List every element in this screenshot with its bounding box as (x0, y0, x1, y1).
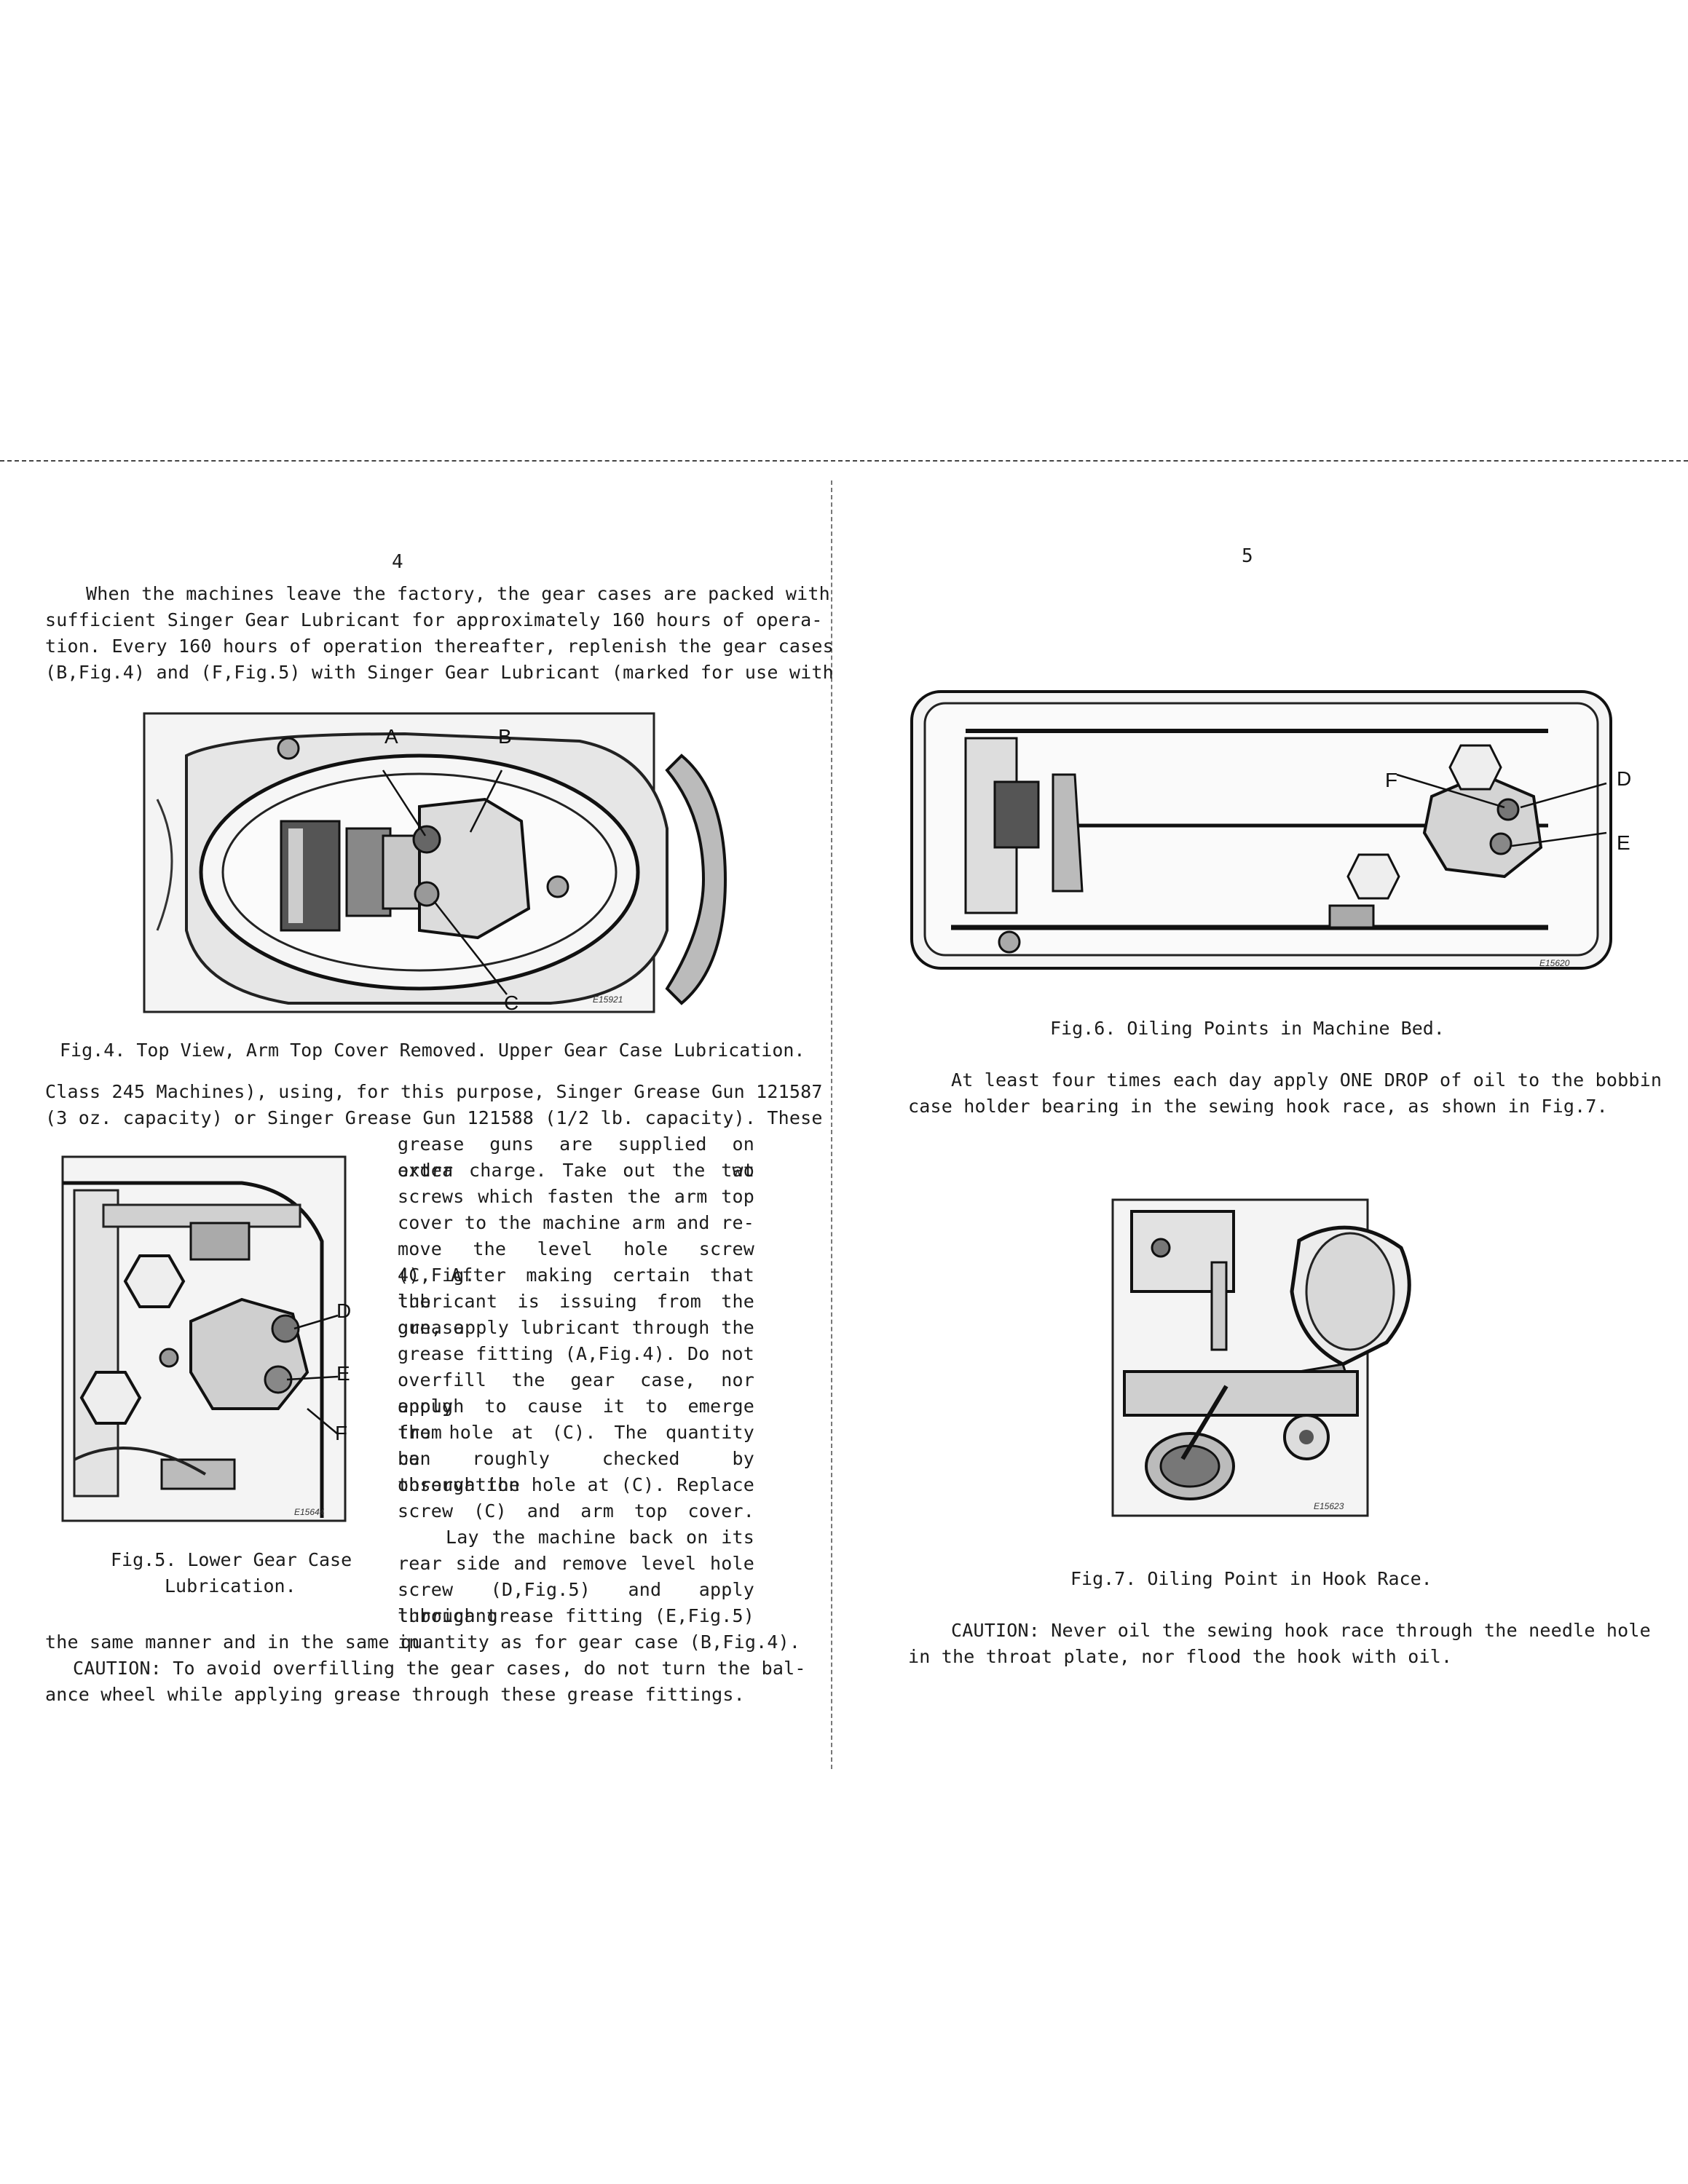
text-line: lubricant is issuing from the grease (398, 1291, 754, 1338)
text-line: (3 oz. capacity) or Singer Grease Gun 12… (45, 1107, 823, 1128)
text-line: case holder bearing in the sewing hook r… (908, 1096, 1608, 1117)
top-dashed-line (0, 460, 1688, 462)
figure-label: D (336, 1299, 352, 1322)
figure-code: E15623 (1314, 1501, 1344, 1511)
figure-label: E (336, 1362, 350, 1385)
figure-label: D (1617, 767, 1632, 790)
figure-6: F D E E15620 (907, 687, 1636, 973)
figure-label: A (384, 725, 398, 748)
figure-code: E15620 (1539, 958, 1570, 968)
figure-7: E15623 (1110, 1197, 1424, 1519)
text-line: the hole at (C). The quantity can (398, 1422, 754, 1469)
text-line: grease guns are supplied on order at (398, 1133, 754, 1181)
figure-code: E15644 (294, 1507, 325, 1517)
text-line: gun, apply lubricant through the (398, 1317, 754, 1338)
text-line: move the level hole screw (C,Fig. (398, 1238, 754, 1286)
text-line: CAUTION: Never oil the sewing hook race … (951, 1620, 1651, 1641)
text-line: through the hole at (C). Replace (398, 1474, 754, 1495)
text-line: 4). After making certain that the (398, 1265, 754, 1312)
text-line: screws which fasten the arm top (398, 1186, 754, 1207)
text-line: sufficient Singer Gear Lubricant for app… (45, 609, 823, 630)
text-line: CAUTION: To avoid overfilling the gear c… (73, 1658, 806, 1679)
text-line: rear side and remove level hole (398, 1553, 754, 1574)
text-line: grease fitting (A,Fig.4). Do not (398, 1343, 754, 1364)
text-line: tion. Every 160 hours of operation there… (45, 636, 834, 657)
text-line: through grease fitting (E,Fig.5) in (398, 1605, 754, 1653)
left-page-number: 4 (392, 551, 403, 573)
figure-label: E (1617, 831, 1630, 854)
text-line: extra charge. Take out the two (398, 1160, 754, 1181)
figure-4-caption: Fig.4. Top View, Arm Top Cover Removed. … (60, 1040, 805, 1061)
text-line: Class 245 Machines), using, for this pur… (45, 1081, 823, 1102)
text-line: enough to cause it to emerge from (398, 1396, 754, 1443)
page-divider (831, 480, 832, 1769)
text-line: When the machines leave the factory, the… (86, 583, 830, 604)
figure-label: C (504, 992, 519, 1014)
figure-5-caption: Lubrication. (165, 1575, 296, 1597)
text-line: screw (D,Fig.5) and apply lubricant (398, 1579, 754, 1626)
text-line: cover to the machine arm and re- (398, 1212, 754, 1233)
right-page-number: 5 (1242, 545, 1253, 567)
figure-label: F (1385, 769, 1398, 791)
figure-7-caption: Fig.7. Oiling Point in Hook Race. (1070, 1568, 1432, 1589)
figure-5: D E F E15644 (60, 1154, 352, 1524)
text-line: Lay the machine back on its (446, 1527, 754, 1548)
text-line: in the throat plate, nor flood the hook … (908, 1646, 1453, 1667)
text-line: be roughly checked by observation (398, 1448, 754, 1495)
figure-4: A B C E15921 (143, 712, 733, 1016)
figure-code: E15921 (593, 994, 623, 1005)
figure-label: F (335, 1422, 348, 1444)
figure-label: B (498, 725, 512, 748)
text-line: At least four times each day apply ONE D… (951, 1069, 1663, 1091)
text-line: (B,Fig.4) and (F,Fig.5) with Singer Gear… (45, 662, 834, 683)
text-line: ance wheel while applying grease through… (45, 1684, 745, 1705)
text-line: screw (C) and arm top cover. (398, 1500, 754, 1522)
figure-5-caption: Fig.5. Lower Gear Case (111, 1549, 352, 1570)
text-line: overfill the gear case, nor apply (398, 1369, 754, 1417)
figure-6-caption: Fig.6. Oiling Points in Machine Bed. (1050, 1018, 1445, 1039)
text-line: the same manner and in the same quantity… (45, 1631, 801, 1653)
